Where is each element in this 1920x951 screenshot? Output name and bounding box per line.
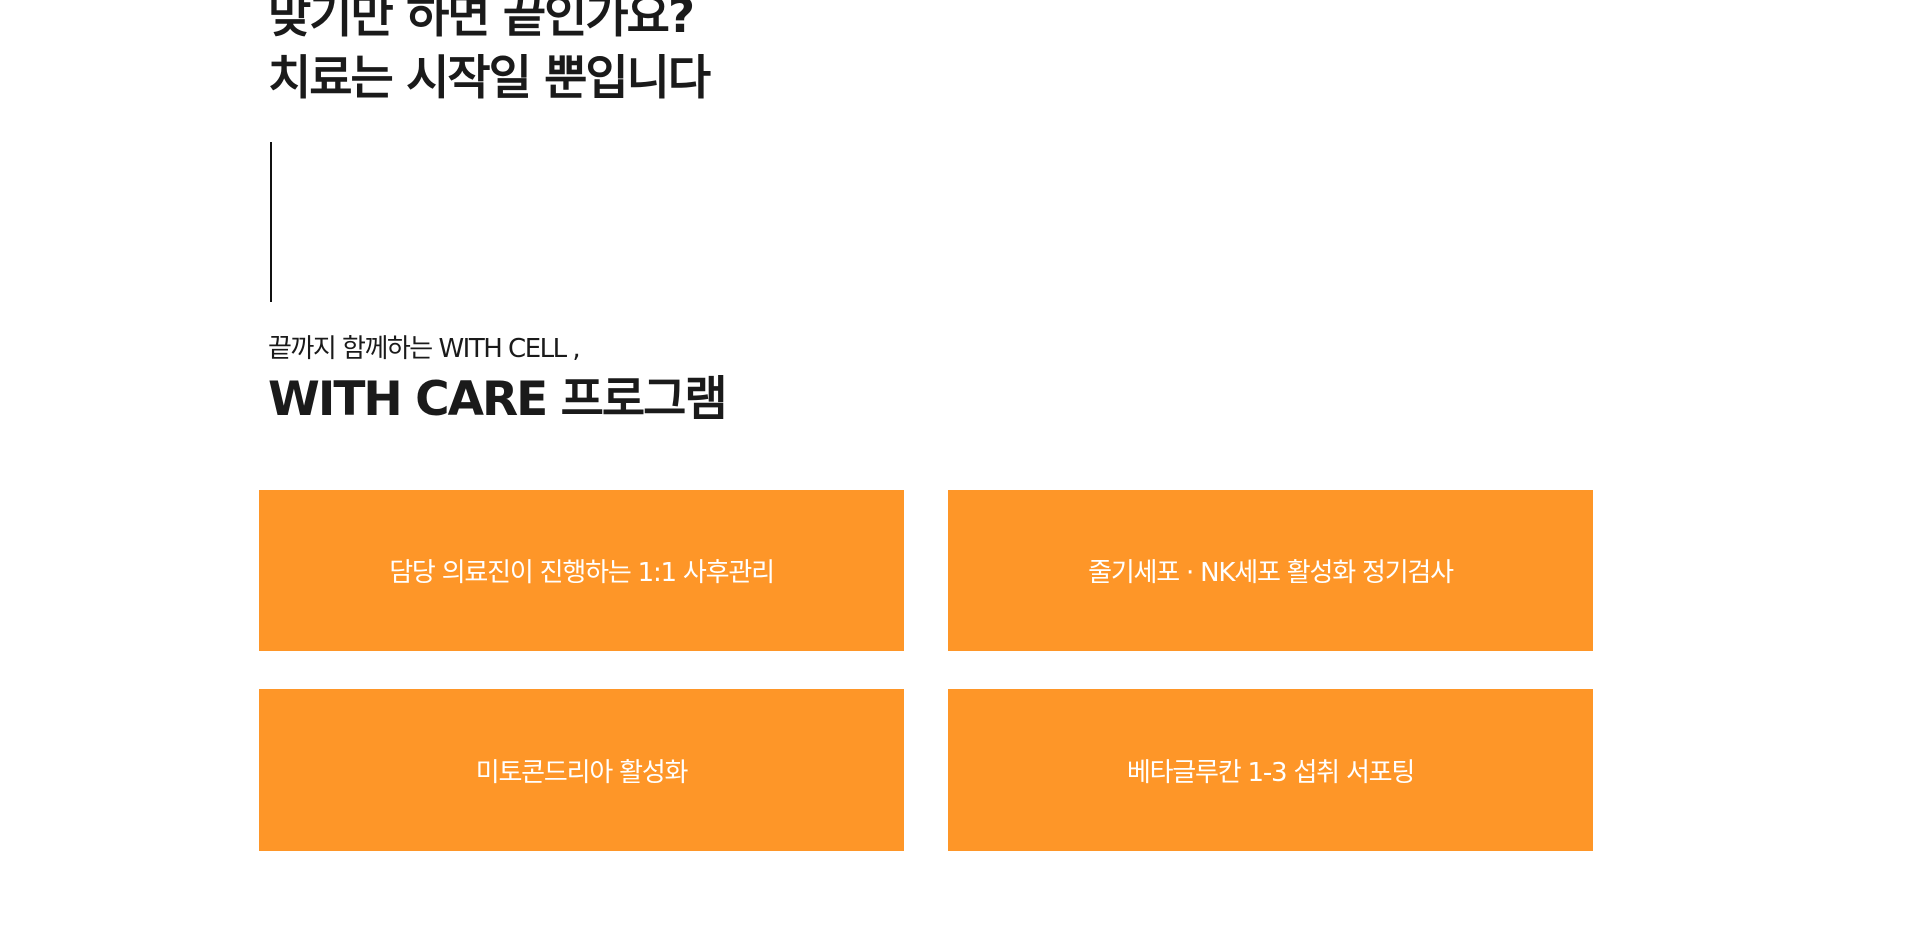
program-card-beta-glucan[interactable]: 베타글루칸 1-3 섭취 서포팅: [948, 689, 1593, 851]
program-card-label: 베타글루칸 1-3 섭취 서포팅: [1126, 757, 1415, 788]
program-card-mitochondria[interactable]: 미토콘드리아 활성화: [259, 689, 904, 851]
headline-line-2: 치료는 시작일 뿐입니다: [268, 51, 711, 106]
program-card-label: 담당 의료진이 진행하는 1:1 사후관리: [389, 558, 775, 588]
program-title: WITH CARE 프로그램: [268, 372, 728, 427]
vertical-divider: [270, 142, 272, 302]
program-card-cell-checkup[interactable]: 줄기세포 · NK세포 활성화 정기검사: [948, 490, 1593, 651]
headline-line-1: 맞기만 하면 끝인가요?: [268, 0, 695, 44]
program-card-aftercare[interactable]: 담당 의료진이 진행하는 1:1 사후관리: [259, 490, 904, 651]
headline: 맞기만 하면 끝인가요? 치료는 시작일 뿐입니다: [268, 0, 711, 110]
program-card-label: 미토콘드리아 활성화: [475, 757, 689, 788]
program-cards-grid: 담당 의료진이 진행하는 1:1 사후관리 줄기세포 · NK세포 활성화 정기…: [259, 490, 1593, 851]
program-subtitle: 끝까지 함께하는 WITH CELL ,: [268, 334, 581, 364]
program-card-label: 줄기세포 · NK세포 활성화 정기검사: [1088, 558, 1454, 588]
